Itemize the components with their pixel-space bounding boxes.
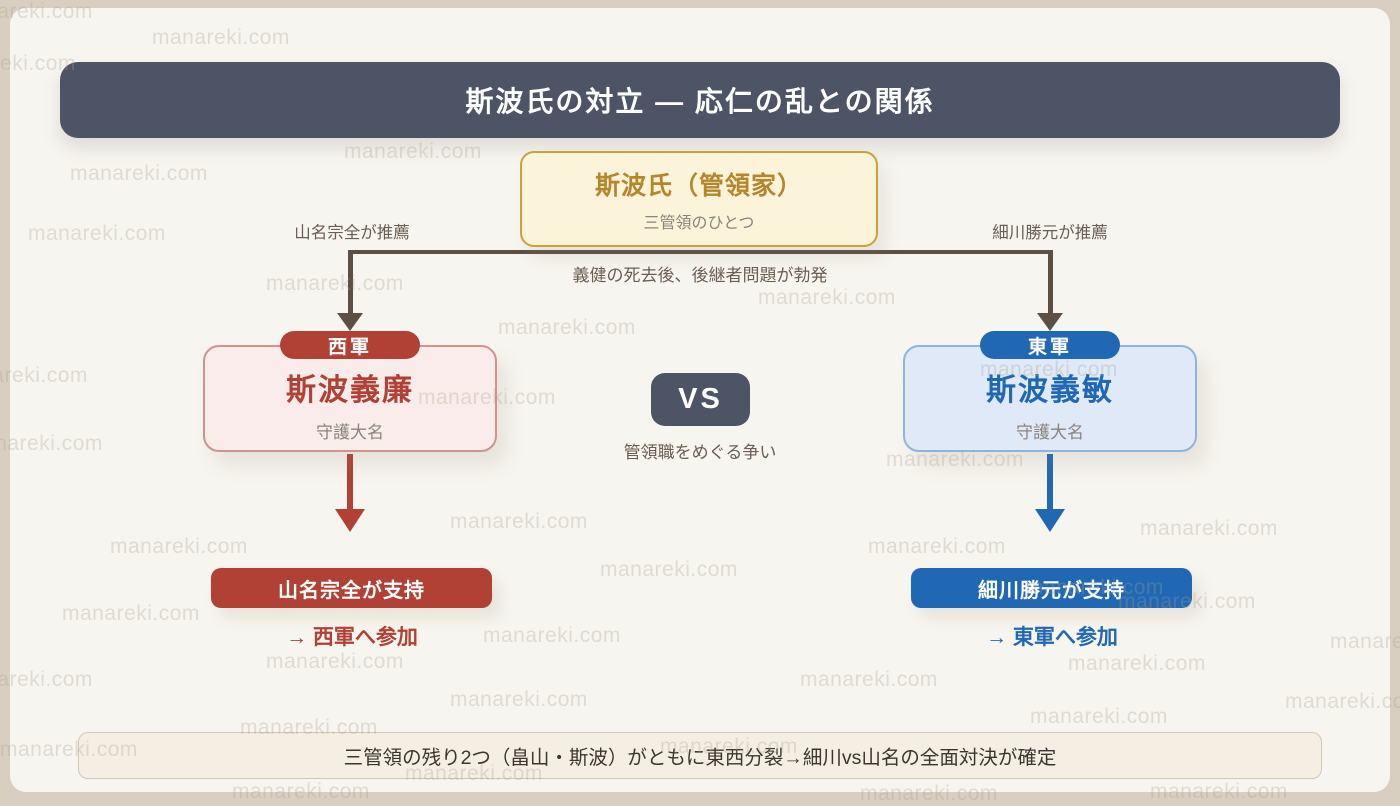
west-support-line [347,454,353,511]
west-claimant-box: 西軍 斯波義廉 守護大名 [203,331,497,452]
west-claimant-name: 斯波義廉 [286,373,414,407]
root-clan-title: 斯波氏（管領家） [594,171,803,200]
down-arrow-icon-east-support [1035,509,1065,532]
east-army-badge: 東軍 [980,331,1120,359]
branch-connector-horizontal [348,250,1053,254]
root-clan-subtitle: 三管領のひとつ [643,214,755,232]
west-claimant-role: 守護大名 [316,422,384,442]
succession-cause-note: 義健の死去後、後継者問題が勃発 [572,266,828,285]
down-arrow-icon-west-support [335,509,365,532]
versus-caption: 管領職をめぐる争い [623,443,777,462]
page-title: 斯波氏の対立 — 応仁の乱との関係 [465,86,935,117]
root-clan-box: 斯波氏（管領家） 三管領のひとつ [520,151,878,247]
west-recommender-note: 山名宗全が推薦 [294,224,410,242]
versus-box: VS [651,373,750,426]
east-support-line [1047,454,1053,511]
footer-conclusion-bar: 三管領の残り2つ（畠山・斯波）がともに東西分裂→細川vs山名の全面対決が確定 [78,732,1322,779]
branch-connector-east-vertical [1048,250,1053,314]
west-outcome-text: → 西軍へ参加 [286,626,418,649]
west-supporter-pill: 山名宗全が支持 [211,568,492,608]
versus-label: VS [678,383,723,415]
east-recommender-note: 細川勝元が推薦 [992,224,1108,242]
east-claimant-role: 守護大名 [1016,422,1084,442]
east-supporter-pill: 細川勝元が支持 [911,568,1192,608]
east-claimant-name: 斯波義敏 [986,373,1114,407]
title-bar: 斯波氏の対立 — 応仁の乱との関係 [60,62,1340,138]
east-claimant-box: 東軍 斯波義敏 守護大名 [903,331,1197,452]
down-arrow-icon-west-branch [337,313,363,331]
down-arrow-icon-east-branch [1037,313,1063,331]
branch-connector-west-vertical [348,250,353,314]
east-outcome-text: → 東軍へ参加 [986,626,1118,649]
footer-conclusion-text: 三管領の残り2つ（畠山・斯波）がともに東西分裂→細川vs山名の全面対決が確定 [343,747,1057,769]
west-army-badge: 西軍 [280,331,420,359]
